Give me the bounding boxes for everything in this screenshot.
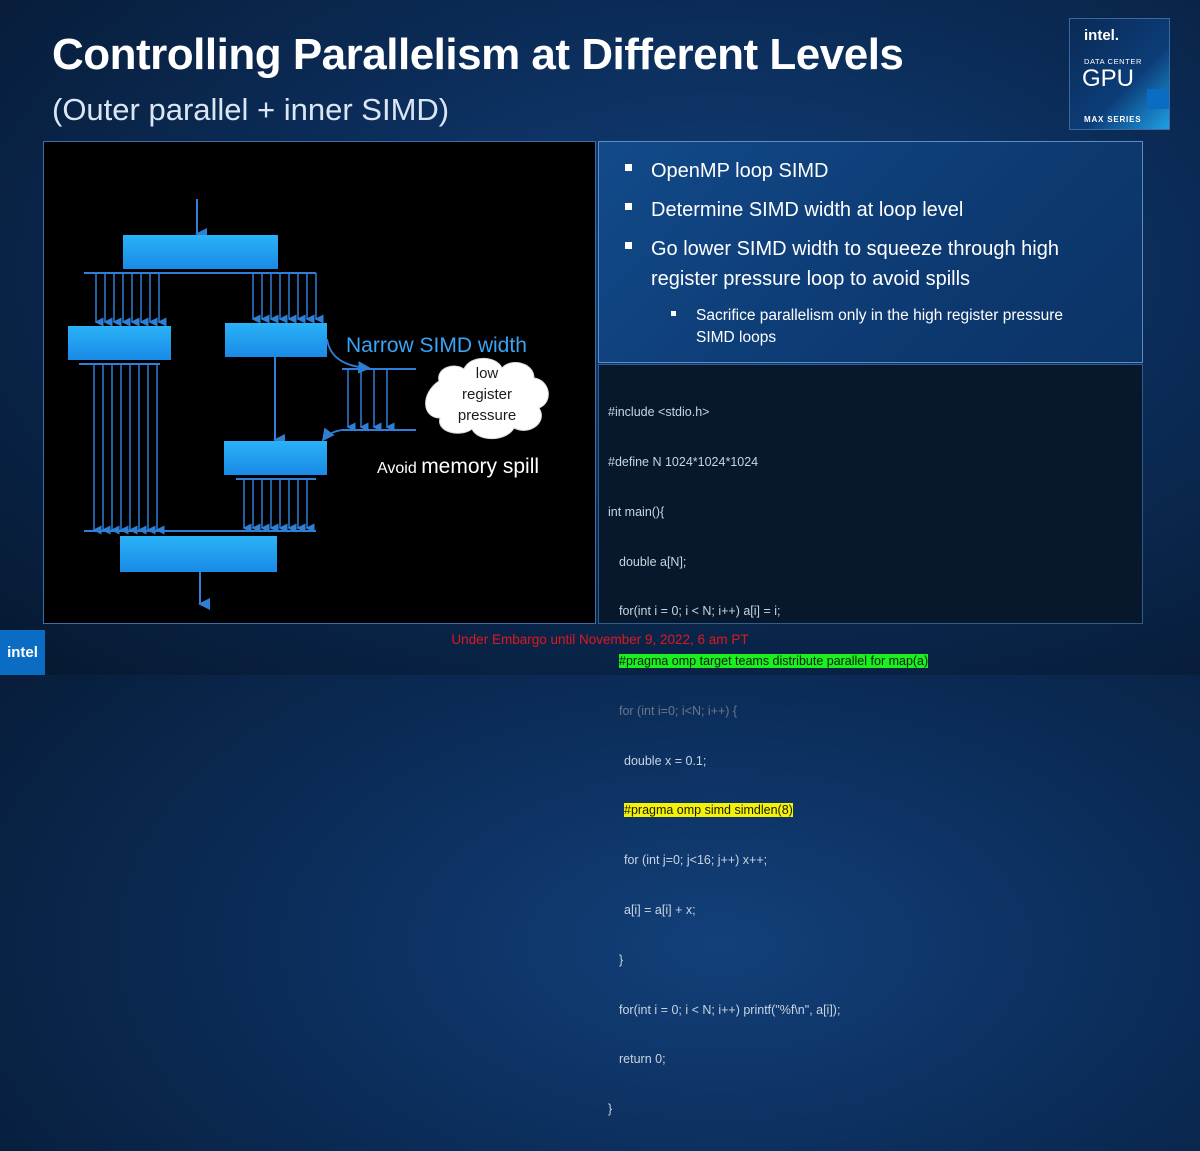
bullet-marker [625,164,632,171]
sub-bullet-text: Sacrifice parallelism only in the high r… [696,307,1063,346]
fan-right-upper [251,273,324,324]
pragma-simd-highlight: #pragma omp simd simdlen(8) [624,803,793,818]
sub-bullet-marker [671,311,676,316]
bullet-3-text: Go lower SIMD width to squeeze through h… [651,238,1059,290]
code-line: } [608,1102,613,1117]
code-panel: #include <stdio.h> #define N 1024*1024*1… [598,364,1143,1116]
bullets-panel: OpenMP loop SIMD Determine SIMD width at… [598,141,1143,363]
avoid-emph: memory spill [421,455,539,478]
embargo-notice: Under Embargo until November 9, 2022, 6 … [451,632,749,647]
cloud-line3: pressure [458,407,516,424]
bullet-marker [625,242,632,249]
code-line: #define N 1024*1024*1024 [608,454,759,469]
code-line: for(int i = 0; i < N; i++) a[i] = i; [619,604,781,619]
pragma-teams-highlight: #pragma omp target teams distribute para… [619,654,929,669]
code-line: for (int j=0; j<16; j++) x++; [624,853,768,868]
right-low-block [224,441,327,475]
badge-line3: MAX SERIES [1084,115,1142,124]
right-mid-block [225,323,327,357]
bullet-1-text: OpenMP loop SIMD [651,160,829,182]
top-block [123,235,278,269]
avoid-spill-label: Avoid memory spill [377,455,539,478]
code-listing: #include <stdio.h> #define N 1024*1024*1… [608,371,929,1151]
code-line: for(int i = 0; i < N; i++) printf("%f\n"… [619,1002,841,1017]
bullet-2-text: Determine SIMD width at loop level [651,199,964,221]
badge-line1: DATA CENTER [1084,57,1142,66]
to-narrow-arrow [326,338,371,374]
fan-right-lower [242,479,315,533]
from-narrow-arrow [321,427,343,442]
cloud-line2: register [462,386,512,403]
diagram-panel: low register pressure Narrow SIMD width … [43,141,596,624]
code-line-pragma-simd: #pragma omp simd simdlen(8) [608,802,928,819]
slide-title: Controlling Parallelism at Different Lev… [52,30,904,79]
left-long-lanes [92,364,165,535]
badge-line2: GPU [1082,65,1135,92]
bottom-block [120,536,277,572]
code-line: for (int i=0; i<N; i++) { [619,703,738,718]
code-line: int main(){ [608,504,665,519]
intel-corner-logo: intel [0,630,45,675]
slide-subtitle: (Outer parallel + inner SIMD) [52,92,450,127]
narrow-simd-lanes [346,369,395,432]
code-line: } [619,952,624,967]
code-line-pragma-teams: #pragma omp target teams distribute para… [608,653,929,670]
bullet-marker [625,203,632,210]
parallelism-diagram: low register pressure Narrow SIMD width … [68,199,549,610]
intel-gpu-badge: intel. DATA CENTER GPU MAX SERIES [1069,18,1170,130]
narrow-simd-label: Narrow SIMD width [346,334,527,357]
code-line: #include <stdio.h> [608,405,710,420]
avoid-prefix: Avoid [377,460,421,477]
cloud-shape [425,357,549,440]
badge-brand: intel. [1084,27,1120,44]
left-mid-block [68,326,171,360]
code-line: return 0; [619,1052,666,1067]
code-line: a[i] = a[i] + x; [624,903,696,917]
badge-accent-square [1147,89,1169,109]
code-line: double x = 0.1; [624,753,707,768]
code-line: double a[N]; [619,554,687,569]
fan-left-upper [94,273,167,327]
cloud-line1: low [476,365,499,382]
